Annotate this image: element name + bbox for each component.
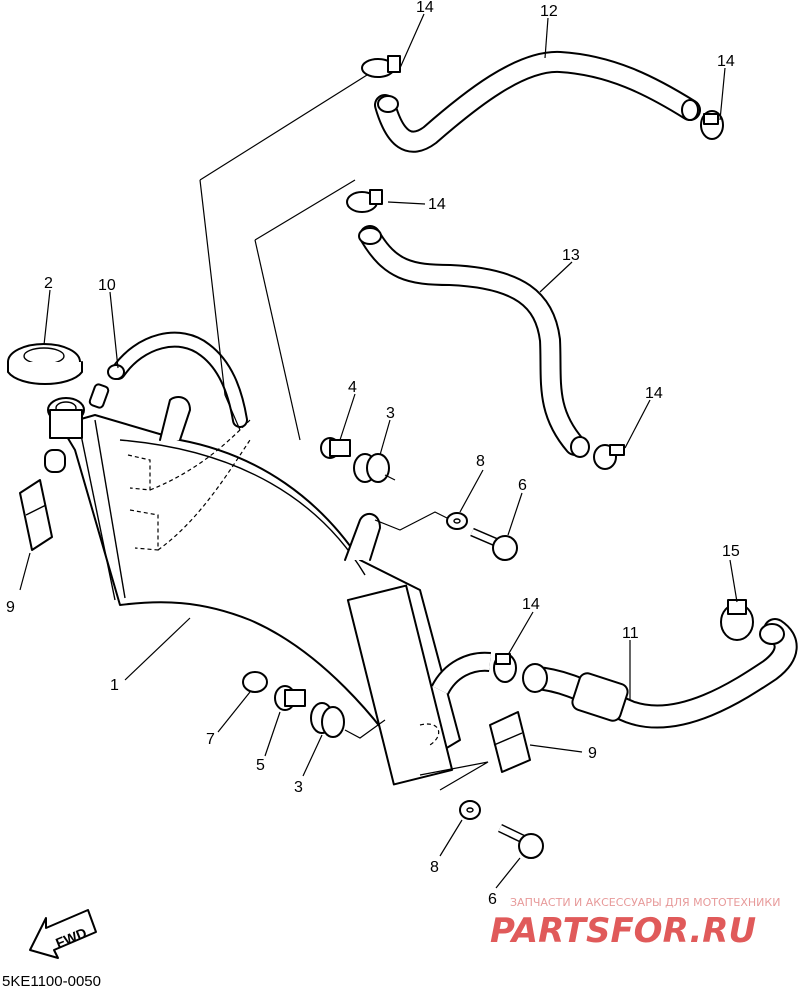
- diagram-code: 5KE1100-0050: [2, 973, 101, 990]
- callout-14-right: 14: [717, 53, 735, 70]
- radiator-core: [59, 396, 461, 786]
- callout-9-right: 9: [588, 745, 597, 762]
- callout-8-upper: 8: [476, 453, 485, 470]
- clamp-15: [720, 599, 754, 641]
- hose-10: [107, 331, 248, 428]
- hose-12: [374, 50, 701, 153]
- hose-11: [522, 618, 798, 729]
- callout-14-mid: 14: [428, 196, 446, 213]
- collar-4: [320, 437, 351, 459]
- callout-4: 4: [348, 379, 357, 396]
- fwd-arrow: FWD: [29, 909, 97, 959]
- callout-12: 12: [540, 3, 558, 20]
- bolt-6-upper: [470, 527, 518, 561]
- clamp-14-right: [700, 110, 724, 140]
- callout-5: 5: [256, 757, 265, 774]
- clamp-14-bottom: [493, 653, 517, 683]
- callout-14-lower: 14: [645, 385, 663, 402]
- label-sticker-9-right: [489, 711, 531, 773]
- callout-6-upper: 6: [518, 477, 527, 494]
- collar-5: [274, 685, 306, 711]
- callout-3-lower: 3: [294, 779, 303, 796]
- callout-15: 15: [722, 543, 740, 560]
- callout-3-upper: 3: [386, 405, 395, 422]
- callout-11: 11: [622, 625, 639, 642]
- callout-10: 10: [98, 277, 116, 294]
- watermark: ЗАПЧАСТИ И АКСЕССУАРЫ ДЛЯ МОТОТЕХНИКИ PA…: [490, 896, 780, 951]
- callout-14-bottom: 14: [522, 596, 540, 613]
- callout-9-left: 9: [6, 599, 15, 616]
- callout-8-lower: 8: [430, 859, 439, 876]
- grommet-3-lower: [310, 702, 345, 738]
- callout-14-top: 14: [416, 0, 434, 16]
- callout-6-lower: 6: [488, 891, 497, 908]
- collar-7: [242, 671, 268, 693]
- label-sticker-9-left: [19, 479, 53, 551]
- callout-13: 13: [562, 247, 580, 264]
- clamp-14-top: [361, 55, 401, 78]
- clamp-14-mid: [346, 189, 383, 213]
- watermark-tagline: ЗАПЧАСТИ И АКСЕССУАРЫ ДЛЯ МОТОТЕХНИКИ: [510, 896, 780, 909]
- callout-2: 2: [44, 275, 53, 292]
- bolt-6-lower: [498, 823, 544, 859]
- washer-8-lower: [459, 800, 481, 820]
- hose-13: [358, 225, 590, 458]
- washer-8-upper: [446, 512, 468, 530]
- clamp-14-lower: [593, 444, 625, 470]
- filler-neck: [44, 383, 110, 473]
- callout-1: 1: [110, 677, 119, 694]
- callout-7: 7: [206, 731, 215, 748]
- radiator-cap: [7, 343, 83, 385]
- grommet-3-upper: [353, 453, 390, 483]
- watermark-brand: PARTSFOR.RU: [490, 911, 756, 951]
